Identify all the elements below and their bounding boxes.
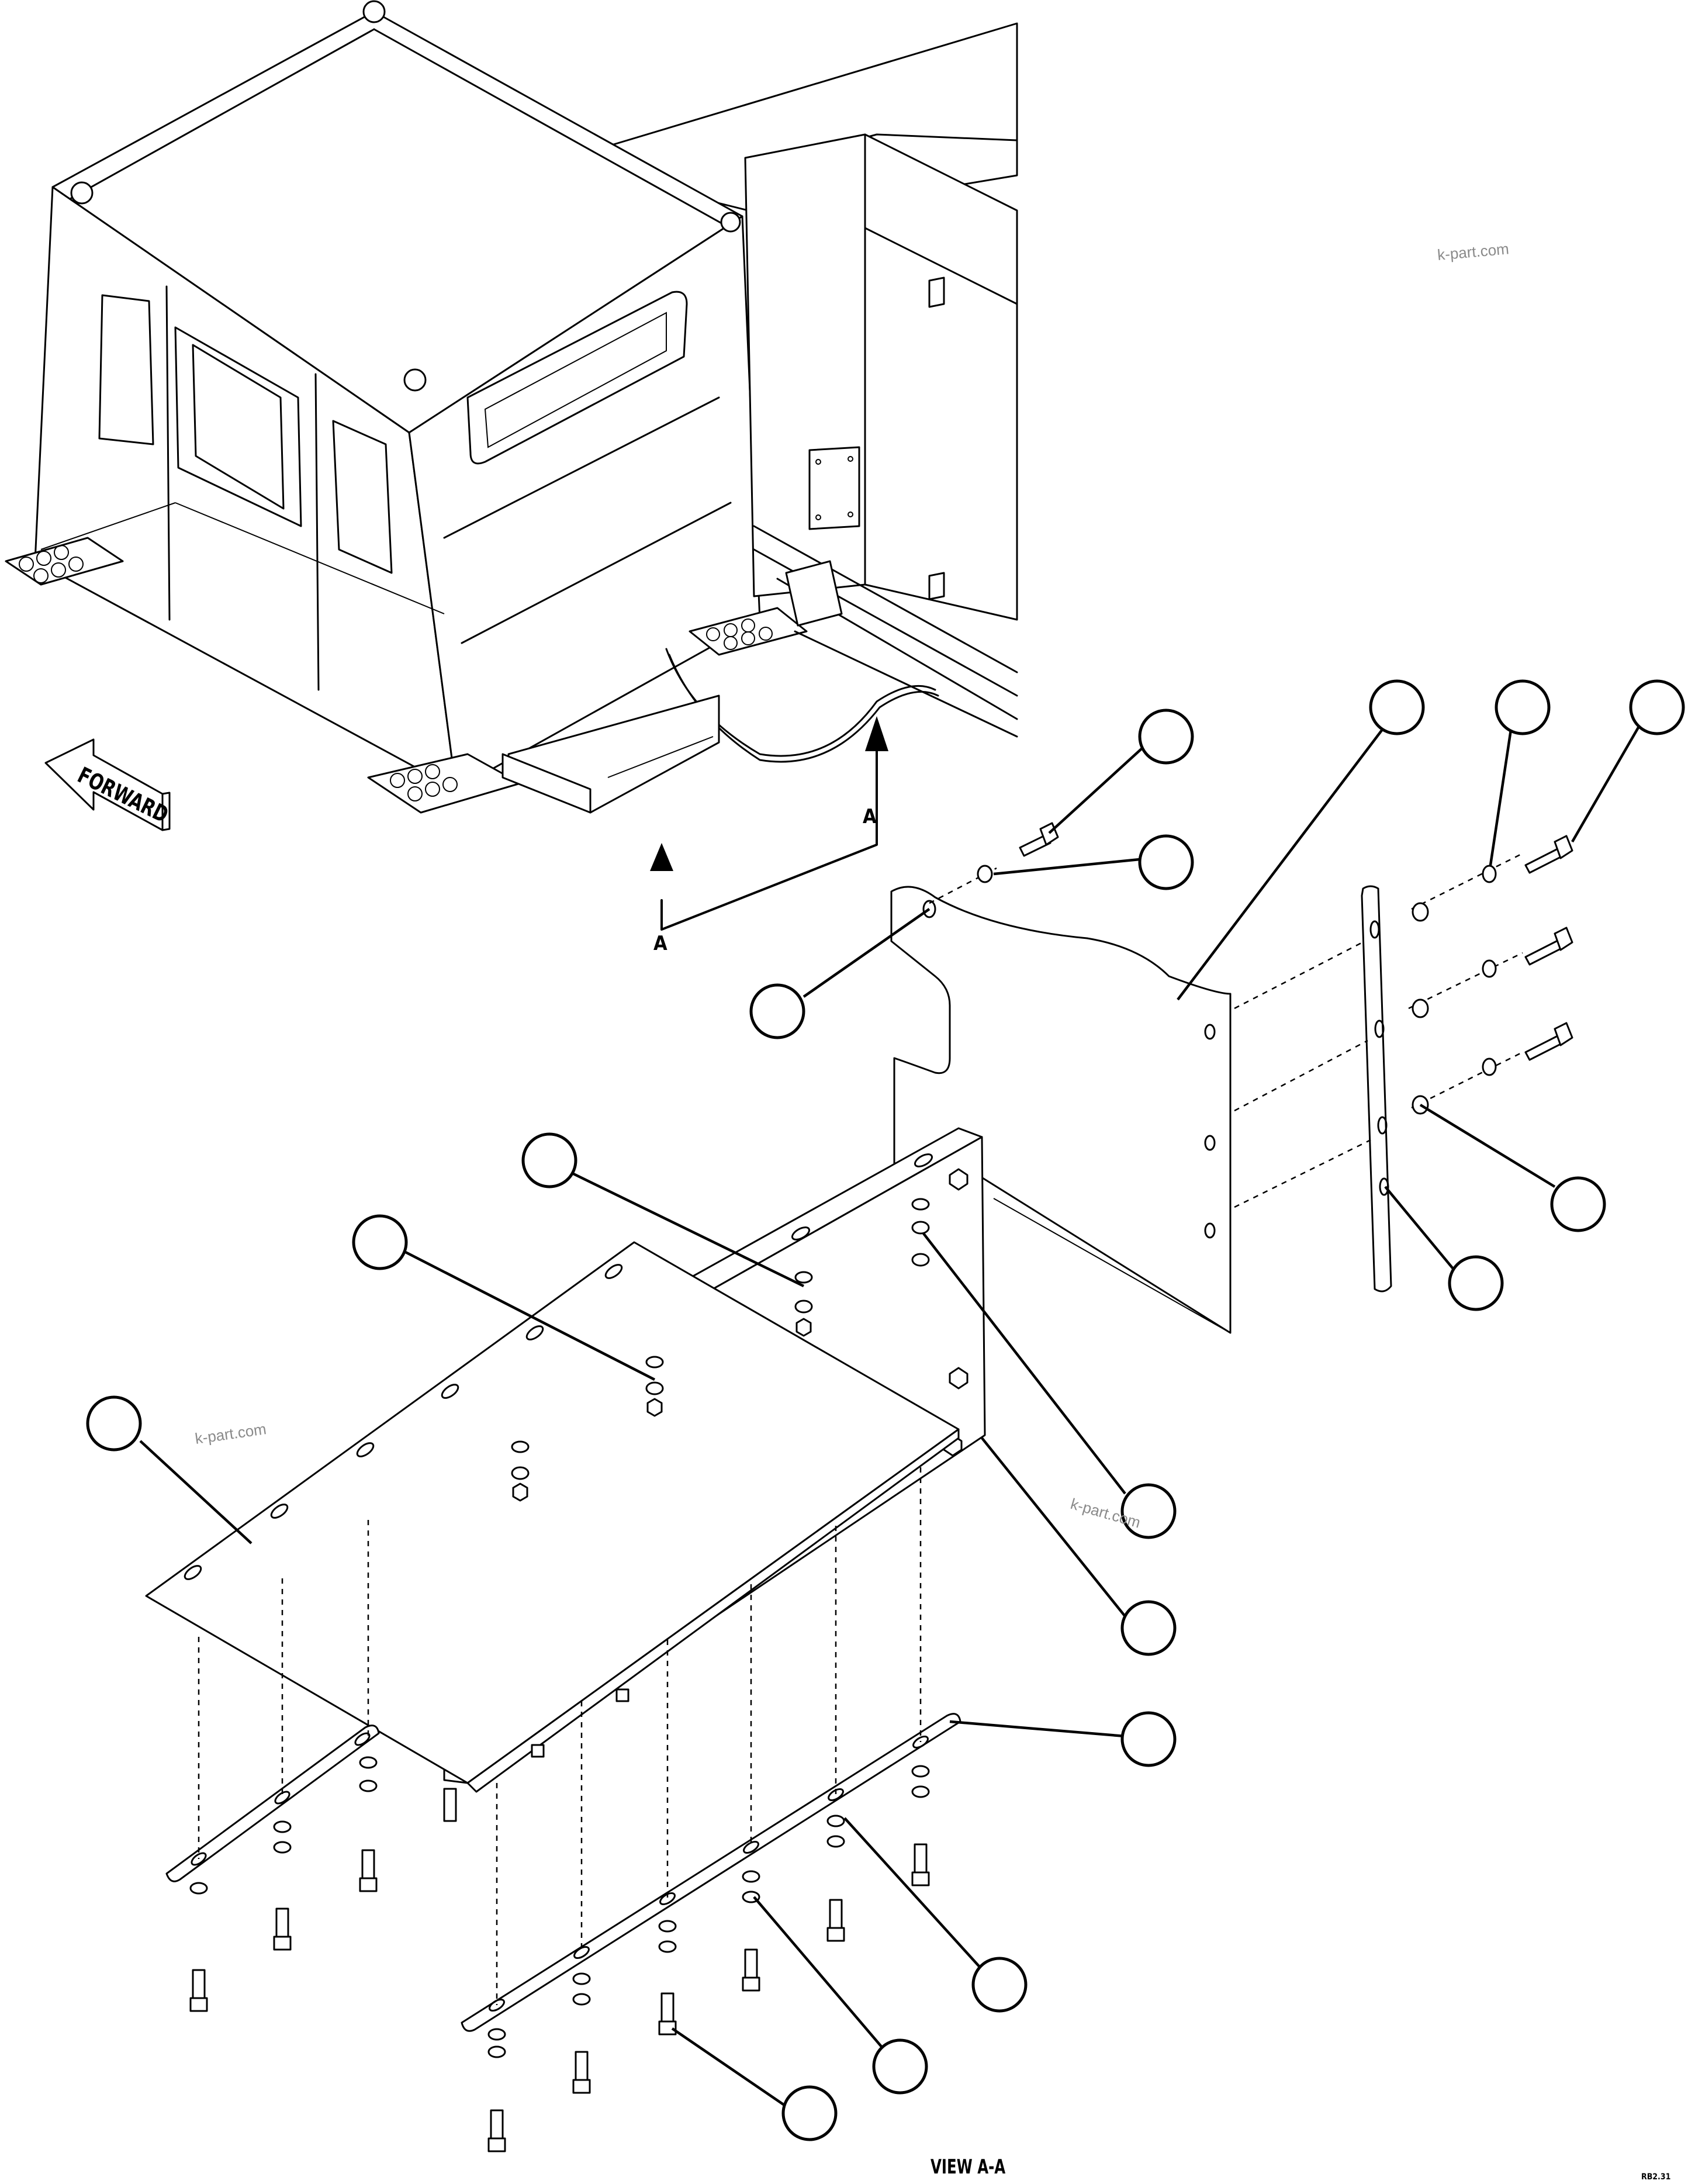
callout-balloon <box>781 2085 838 2141</box>
callout-balloon <box>1120 1483 1177 1539</box>
watermark: k-part.com <box>1437 240 1510 264</box>
lower-strips <box>165 1713 961 2032</box>
callout-balloon <box>1629 679 1685 735</box>
alignment-lines-upper <box>929 852 1523 1208</box>
upper-mounting-plate <box>890 886 1232 1334</box>
callout-balloon <box>1138 834 1194 890</box>
cab-assembly <box>5 0 1018 814</box>
section-line-a-a: A A <box>650 716 888 955</box>
callout-balloon <box>1120 1600 1177 1656</box>
top-fastener-stacks <box>511 1198 930 1502</box>
callout-balloon <box>352 1214 408 1270</box>
forward-arrow: FORWARD <box>44 738 172 831</box>
callout-balloon <box>521 1132 577 1188</box>
base-plate <box>145 1241 960 1793</box>
callout-balloon <box>86 1395 142 1452</box>
section-a-label-right: A <box>863 805 877 828</box>
callout-balloon <box>971 1957 1028 2013</box>
callout-balloon <box>1138 709 1194 765</box>
callout-balloon <box>1120 1711 1177 1767</box>
callout-balloon <box>1448 1255 1504 1311</box>
callout-balloon <box>1495 679 1551 735</box>
clamp-fasteners <box>977 822 1573 1115</box>
callout-balloon <box>1550 1176 1606 1232</box>
figure-code: RB2.31 <box>1641 2172 1670 2182</box>
callout-balloon <box>749 983 805 1039</box>
callout-balloon <box>872 2038 928 2095</box>
callout-balloon <box>1369 679 1425 735</box>
clamp-strip <box>1361 885 1392 1293</box>
leader-lines <box>139 709 1649 2112</box>
alignment-lines-lower <box>198 1467 922 2005</box>
view-title: VIEW A-A <box>931 2155 1006 2179</box>
callout-balloons <box>86 679 1685 2141</box>
bottom-fasteners <box>189 1688 930 2152</box>
watermark: k-part.com <box>194 1420 268 1447</box>
section-a-label-left: A <box>653 932 667 955</box>
